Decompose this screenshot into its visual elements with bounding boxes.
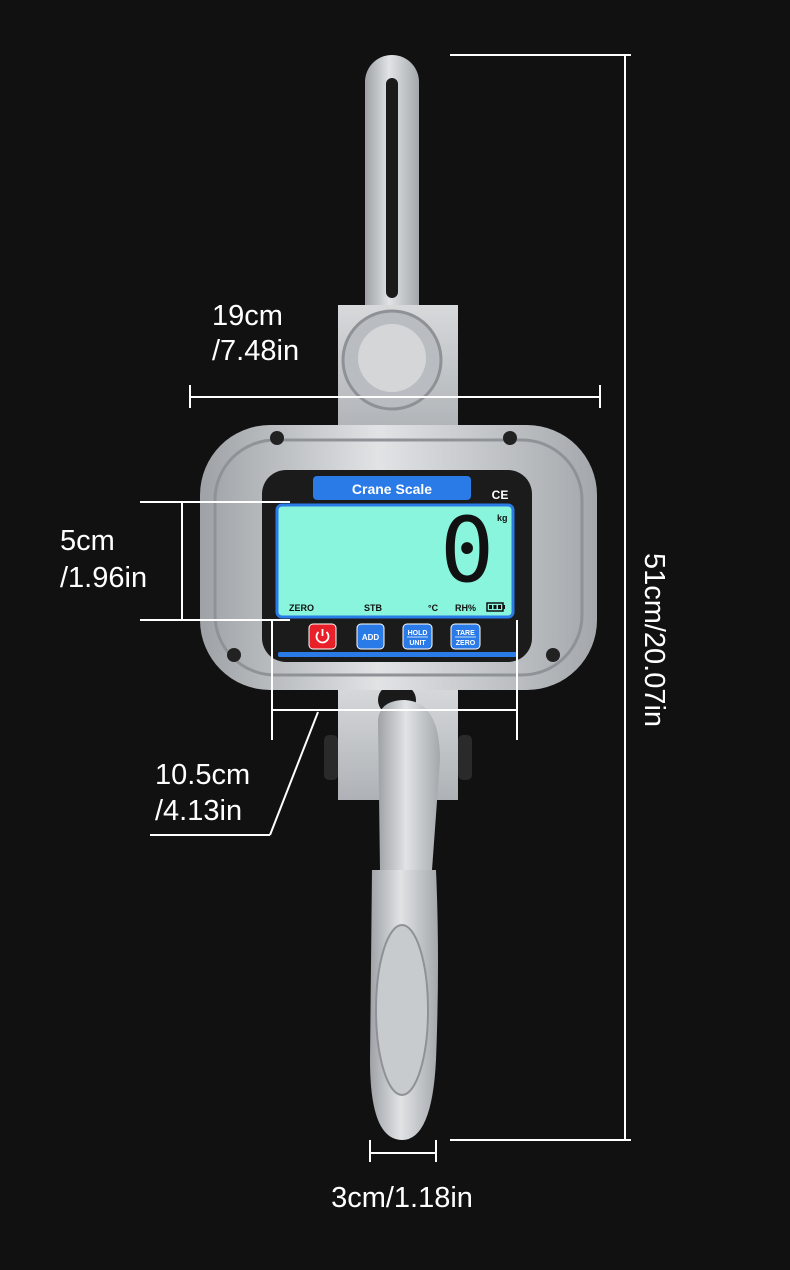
tare-label: TARE	[456, 630, 475, 637]
display-width-imperial: /4.13in	[155, 795, 242, 827]
display-width-metric: 10.5cm	[155, 759, 250, 791]
battery-icon	[486, 602, 505, 612]
power-icon	[315, 629, 330, 644]
scale-body: Crane Scale CE kg ZERO STB °C RH% ADD HO…	[200, 425, 597, 690]
hold-unit-button[interactable]: HOLD UNIT	[402, 623, 433, 650]
indicator-temp: °C	[428, 603, 439, 613]
weight-reading: 0	[440, 498, 495, 603]
display-height-metric: 5cm	[60, 525, 115, 557]
tare-zero-button[interactable]: TARE ZERO	[450, 623, 481, 650]
hold-label: HOLD	[408, 630, 428, 637]
width-imperial: /7.48in	[212, 335, 299, 367]
indicator-stb: STB	[364, 603, 383, 613]
indicator-zero: ZERO	[289, 603, 314, 613]
zero-label-button: ZERO	[456, 640, 476, 647]
unit-label-button: UNIT	[409, 640, 426, 647]
add-button-label: ADD	[362, 633, 380, 642]
hook-width: 3cm/1.18in	[331, 1182, 473, 1214]
power-button[interactable]	[308, 623, 337, 650]
display-height-imperial: /1.96in	[60, 562, 147, 594]
screw-icon	[227, 648, 241, 662]
total-height: 51cm/20.07in	[638, 553, 670, 727]
lcd-display	[275, 503, 515, 619]
screw-icon	[546, 648, 560, 662]
screw-icon	[270, 431, 284, 445]
indicator-rh: RH%	[455, 603, 476, 613]
width-metric: 19cm	[212, 300, 283, 332]
dimension-lines	[140, 54, 631, 1162]
screw-icon	[503, 431, 517, 445]
top-shackle	[338, 55, 458, 435]
product-label: Crane Scale	[352, 481, 432, 497]
unit-label: kg	[497, 513, 508, 523]
ce-mark: CE	[492, 488, 509, 502]
add-button[interactable]: ADD	[356, 623, 385, 650]
bottom-hook	[324, 685, 472, 1140]
